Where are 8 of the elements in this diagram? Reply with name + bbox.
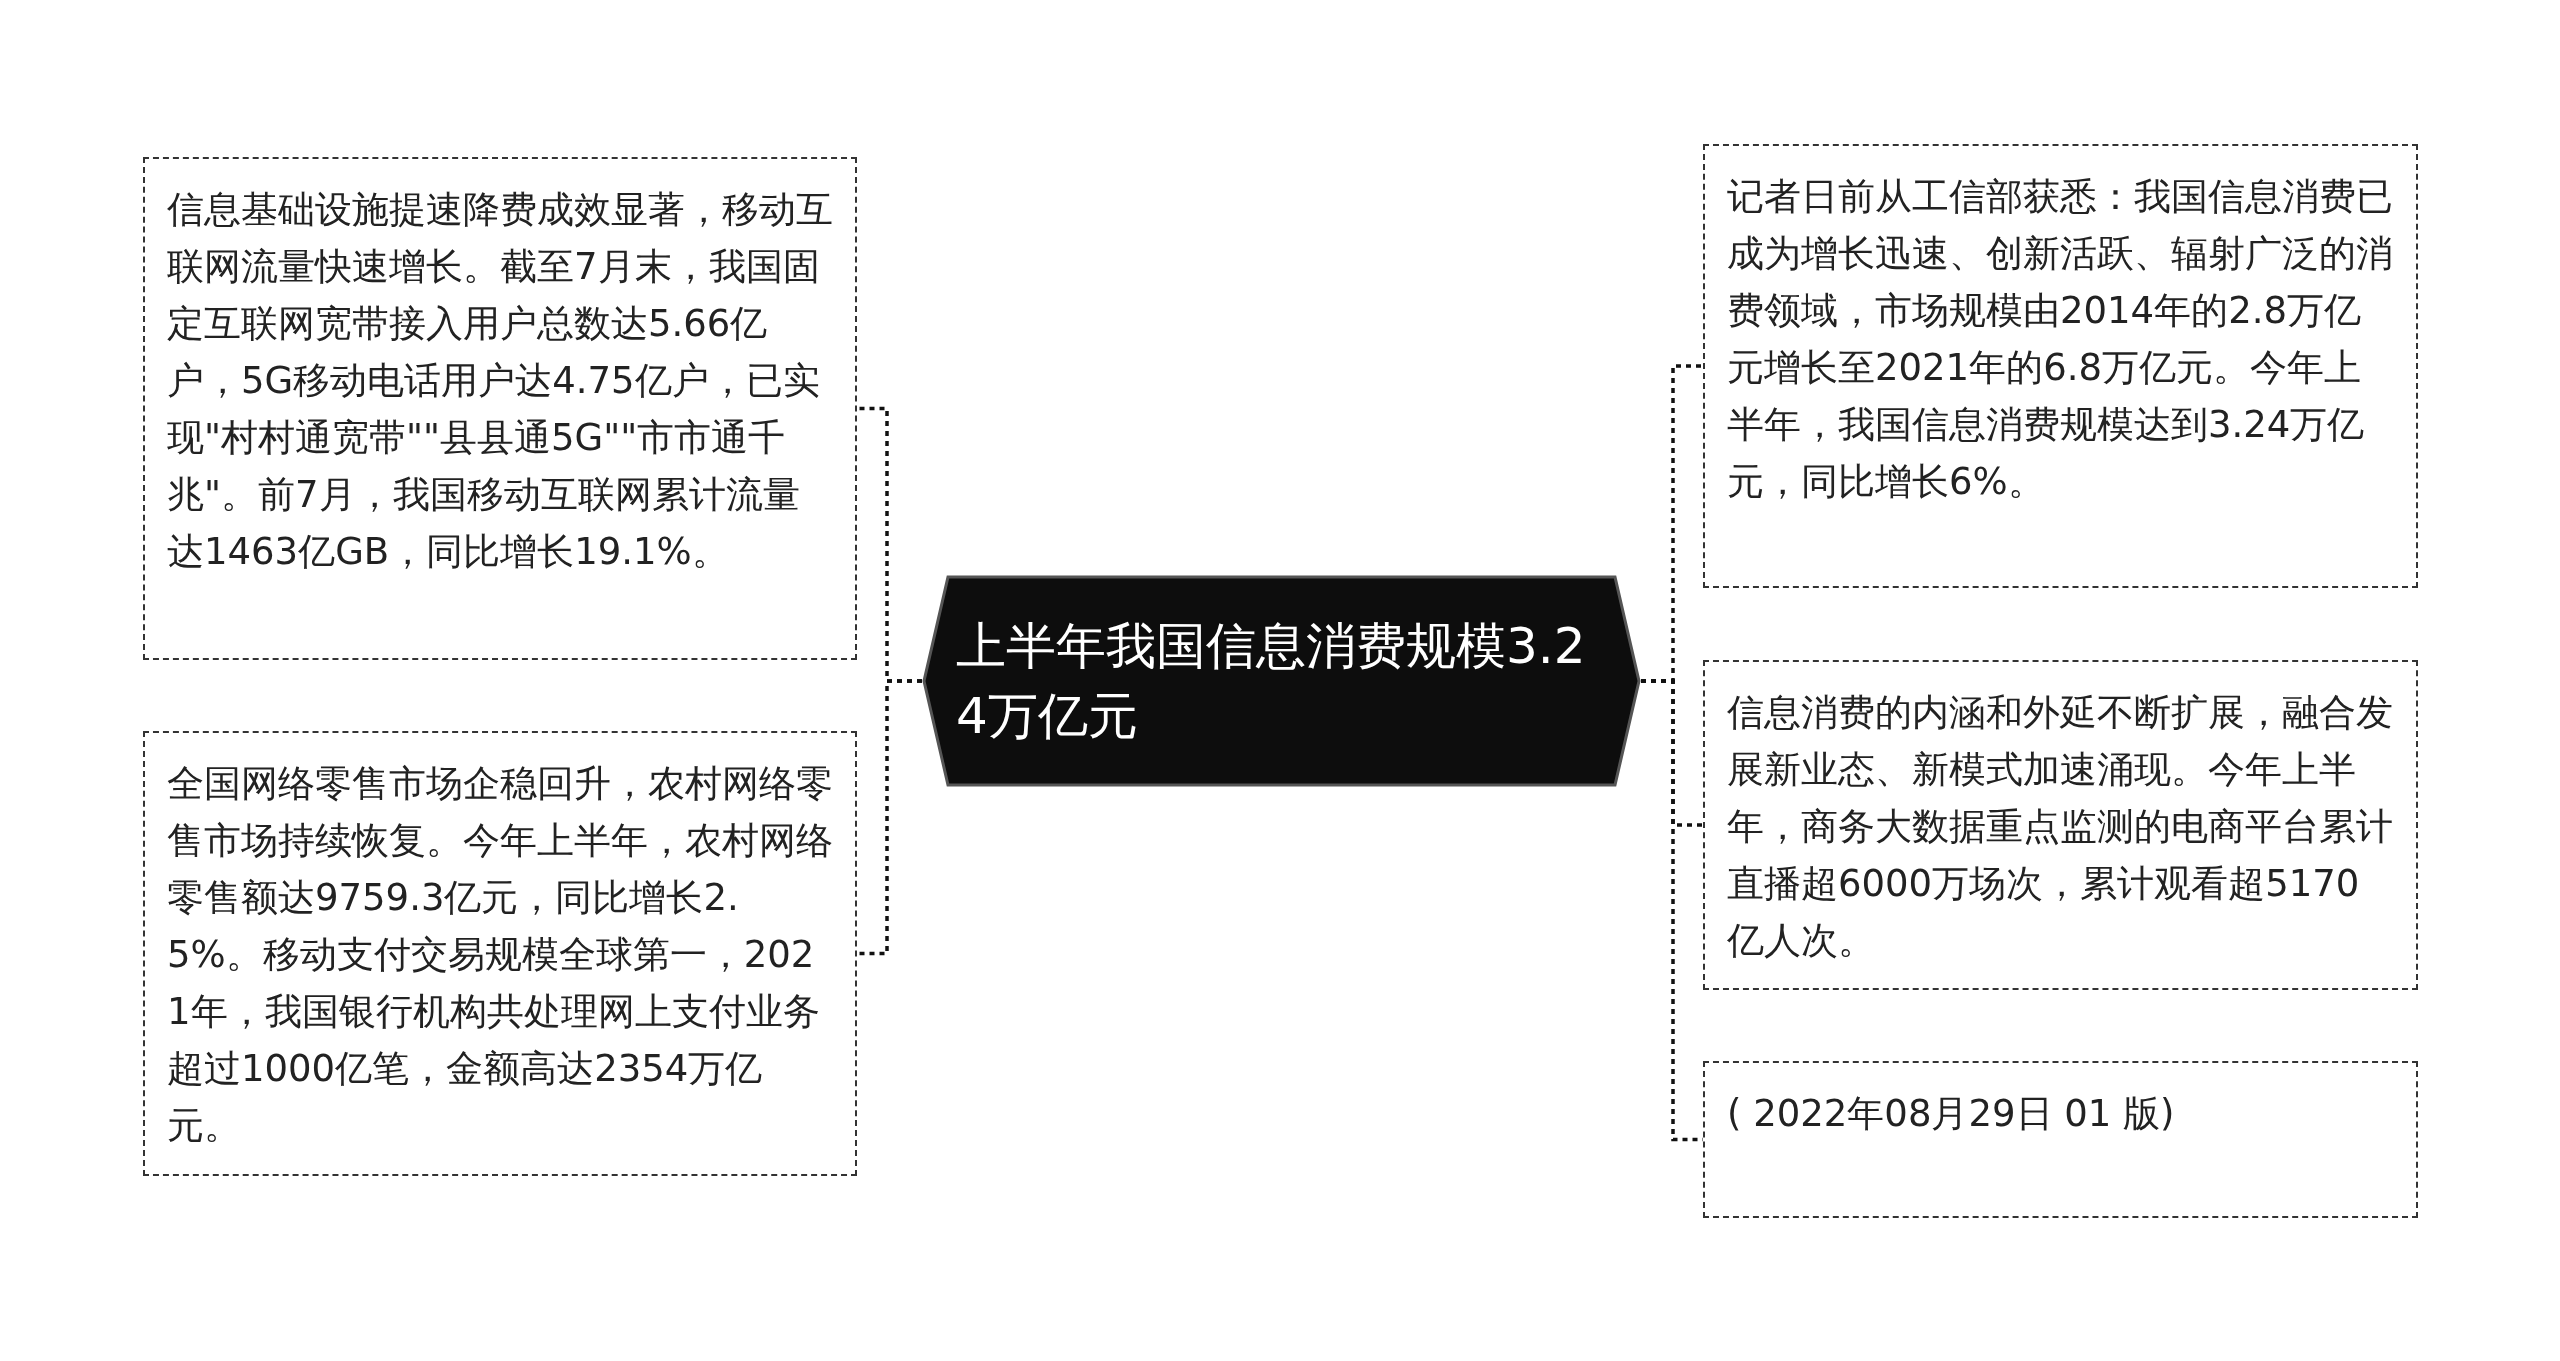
text-box: 信息基础设施提速降费成效显著，移动互联网流量快速增长。截至7月末，我国固定互联网宽带接入用户总数达5.66亿户，5G移动电话用户达4.75亿户，已实现"村村通宽带""县县通5G""市市通千兆"。前7月，我国移动互联网累计流量达1463亿GB，同比增长19.1%。 xyxy=(143,157,857,660)
text-box: 信息消费的内涵和外延不断扩展，融合发展新业态、新模式加速涌现。今年上半年，商务大数据重点监测的电商平台累计直播超6000万场次，累计观看超5170亿人次。 xyxy=(1703,660,2418,990)
topic-hexagon xyxy=(922,575,1641,787)
text-box: ( 2022年08月29日 01 版) xyxy=(1703,1061,2418,1218)
topic-title: 上半年我国信息消费规模3.24万亿元 xyxy=(956,616,1587,747)
text-box: 全国网络零售市场企稳回升，农村网络零售市场持续恢复。今年上半年，农村网络零售额达9759.3亿元，同比增长2.5%。移动支付交易规模全球第一，2021年，我国银行机构共处理网上支付业务超过1000亿笔，金额高达2354万亿元。 xyxy=(143,731,857,1176)
connector-line xyxy=(857,679,922,956)
text-box: 记者日前从工信部获悉：我国信息消费已成为增长迅速、创新活跃、辐射广泛的消费领域，市场规模由2014年的2.8万亿元增长至2021年的6.8万亿元。今年上半年，我国信息消费规模达到3.24万亿元，同比增长6%。 xyxy=(1703,144,2418,588)
